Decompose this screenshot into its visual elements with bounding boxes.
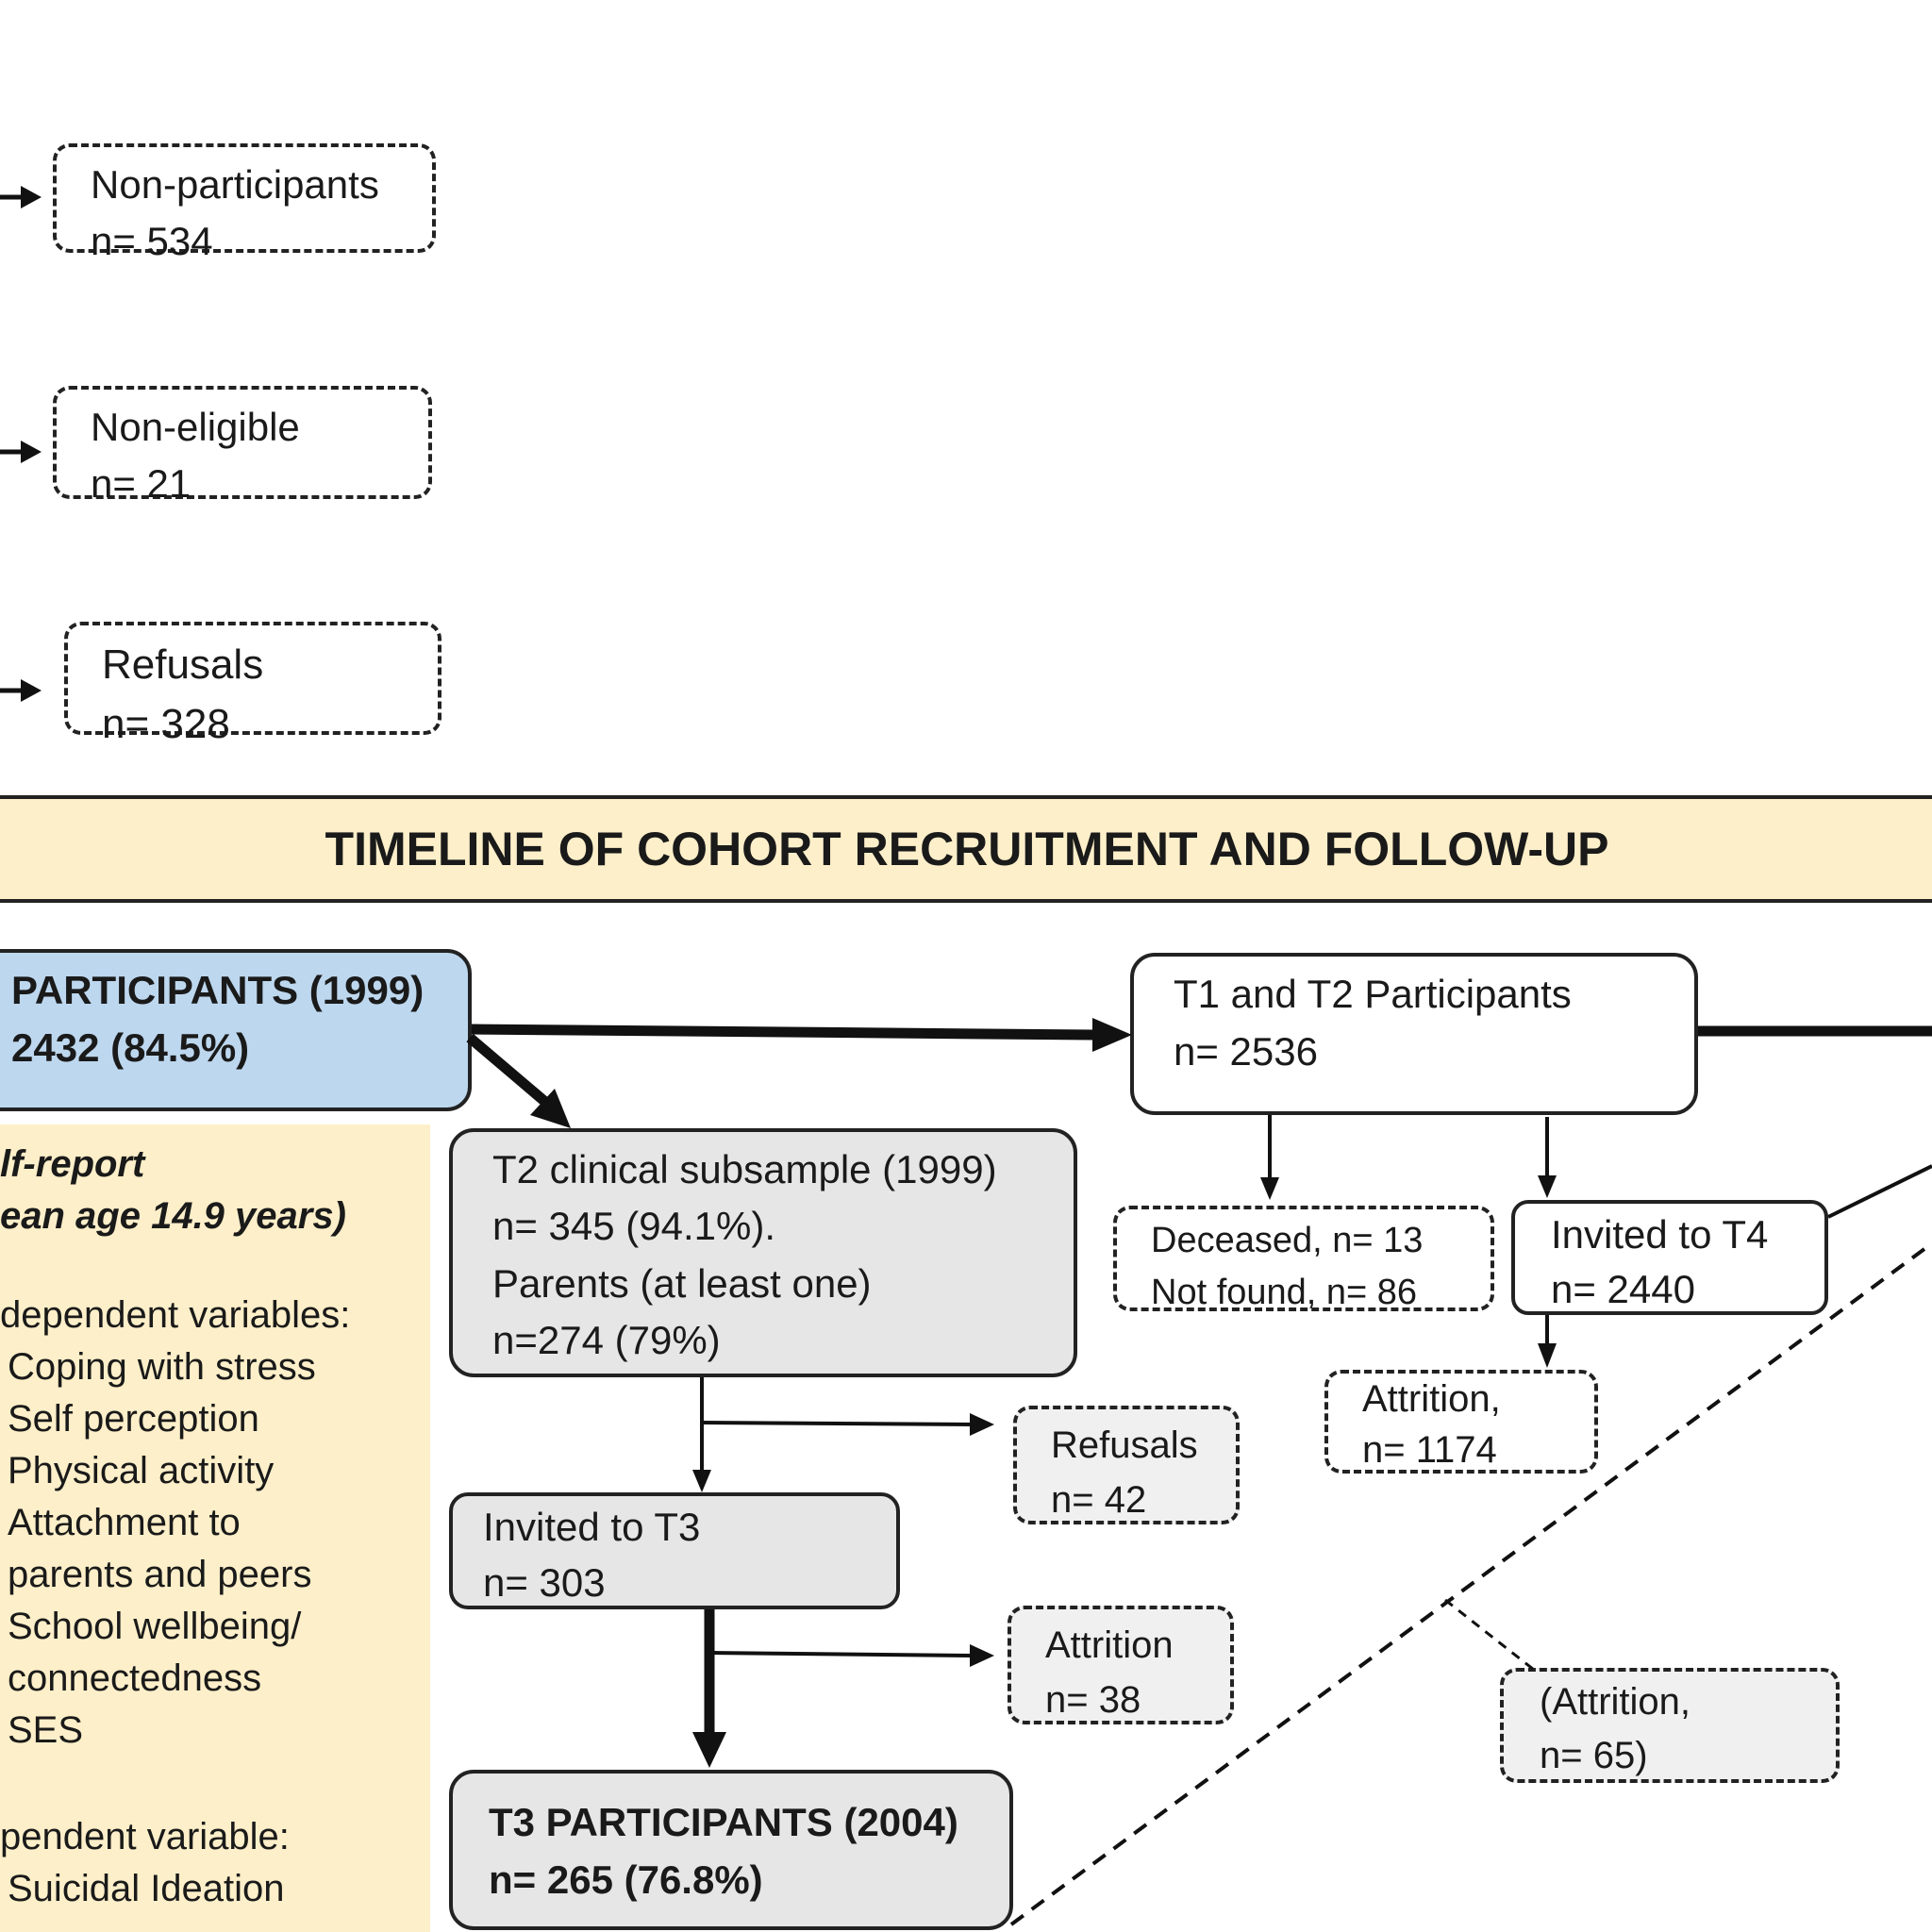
indep-var-ses: SES bbox=[8, 1709, 84, 1751]
refusals-top-label: Refusals bbox=[102, 641, 264, 688]
t1-participants-title: PARTICIPANTS (1999) bbox=[11, 968, 425, 1012]
indep-var-school-cont: connectedness bbox=[8, 1657, 262, 1699]
t2-subsample-count: n= 345 (94.1%). bbox=[492, 1204, 776, 1249]
t1-participants-count: 2432 (84.5%) bbox=[11, 1024, 250, 1070]
arrow-to-refusals-t2 bbox=[701, 1413, 994, 1436]
invited-t3-box: Invited to T3 n= 303 bbox=[449, 1492, 900, 1609]
non-eligible-box: Non-eligible n= 21 bbox=[53, 386, 432, 506]
t3-participants-title: T3 PARTICIPANTS (2004) bbox=[489, 1800, 958, 1844]
banner-title: TIMELINE OF COHORT RECRUITMENT AND FOLLO… bbox=[325, 823, 1609, 875]
indep-var-self-perception: Self perception bbox=[8, 1398, 259, 1440]
indep-var-physical-activity: Physical activity bbox=[8, 1450, 275, 1491]
refusals-top-count: n= 328 bbox=[102, 701, 230, 748]
t1t2-participants-label: T1 and T2 Participants bbox=[1174, 972, 1572, 1016]
invited-t4-label: Invited to T4 bbox=[1551, 1212, 1769, 1257]
dependent-variable-heading: pendent variable: bbox=[0, 1816, 290, 1857]
arrow-to-refusals-top bbox=[0, 679, 42, 702]
attrition-right-count: n= 65) bbox=[1540, 1734, 1648, 1776]
indep-var-coping: Coping with stress bbox=[8, 1346, 316, 1388]
indep-var-school: School wellbeing/ bbox=[8, 1606, 302, 1647]
t2-subsample-box: T2 clinical subsample (1999) n= 345 (94.… bbox=[449, 1128, 1077, 1377]
t2-parents-count: n=274 (79%) bbox=[492, 1318, 721, 1363]
dashed-connector-attrition-right bbox=[1444, 1598, 1535, 1672]
attrition-t4-label: Attrition, bbox=[1362, 1378, 1501, 1420]
self-report-panel: lf-report ean age 14.9 years) dependent … bbox=[0, 1124, 430, 1932]
refusals-t2-label: Refusals bbox=[1051, 1424, 1198, 1466]
non-eligible-label: Non-eligible bbox=[91, 405, 300, 449]
indep-var-attachment: Attachment to bbox=[8, 1502, 241, 1543]
arrow-t1-to-t2-subsample bbox=[466, 1033, 571, 1128]
line-invited-t4-continuation bbox=[1827, 1164, 1932, 1219]
attrition-t3-count: n= 38 bbox=[1045, 1678, 1141, 1721]
arrow-to-non-eligible bbox=[0, 441, 42, 463]
arrow-to-non-participants bbox=[0, 186, 42, 208]
t1t2-participants-count: n= 2536 bbox=[1174, 1028, 1318, 1074]
self-report-title: lf-report bbox=[0, 1143, 145, 1185]
arrow-invited-t3-to-t3 bbox=[692, 1609, 726, 1768]
non-participants-count: n= 534 bbox=[91, 219, 213, 264]
refusals-t2-count: n= 42 bbox=[1051, 1478, 1147, 1521]
attrition-t3-box: Attrition n= 38 bbox=[1008, 1606, 1234, 1724]
arrow-t1t2-to-deceased bbox=[1260, 1115, 1279, 1200]
timeline-banner: TIMELINE OF COHORT RECRUITMENT AND FOLLO… bbox=[0, 795, 1932, 903]
deceased-count: Deceased, n= 13 bbox=[1151, 1221, 1424, 1260]
arrow-t1-to-t1t2 bbox=[471, 1018, 1132, 1052]
indep-var-attachment-cont: parents and peers bbox=[8, 1554, 312, 1595]
attrition-right-label: (Attrition, bbox=[1540, 1681, 1691, 1723]
arrow-t1t2-to-invited-t4 bbox=[1538, 1117, 1557, 1198]
invited-t3-count: n= 303 bbox=[483, 1559, 606, 1605]
t1t2-participants-box: T1 and T2 Participants n= 2536 bbox=[1130, 953, 1698, 1115]
t3-participants-count: n= 265 (76.8%) bbox=[489, 1857, 763, 1902]
arrow-t2-to-invited-t3 bbox=[692, 1377, 711, 1492]
invited-t4-count: n= 2440 bbox=[1551, 1266, 1695, 1311]
non-eligible-count: n= 21 bbox=[91, 461, 192, 507]
deceased-not-found-box: Deceased, n= 13 Not found, n= 86 bbox=[1113, 1206, 1494, 1312]
attrition-right-box: (Attrition, n= 65) bbox=[1500, 1668, 1840, 1783]
invited-t4-box: Invited to T4 n= 2440 bbox=[1511, 1200, 1828, 1315]
t2-subsample-title: T2 clinical subsample (1999) bbox=[492, 1147, 997, 1191]
not-found-count: Not found, n= 86 bbox=[1151, 1273, 1418, 1313]
non-participants-box: Non-participants n= 534 bbox=[53, 143, 436, 263]
refusals-t2-box: Refusals n= 42 bbox=[1013, 1406, 1240, 1524]
attrition-t3-label: Attrition bbox=[1045, 1624, 1174, 1666]
dashed-diagonal-line bbox=[1009, 1241, 1932, 1926]
refusals-top-box: Refusals n= 328 bbox=[64, 622, 441, 747]
t2-parents-label: Parents (at least one) bbox=[492, 1260, 872, 1306]
non-participants-label: Non-participants bbox=[91, 162, 379, 207]
t3-participants-box: T3 PARTICIPANTS (2004) n= 265 (76.8%) bbox=[449, 1770, 1013, 1930]
self-report-age: ean age 14.9 years) bbox=[0, 1195, 346, 1237]
arrow-to-attrition-t3 bbox=[712, 1644, 994, 1667]
attrition-t4-count: n= 1174 bbox=[1362, 1429, 1497, 1471]
invited-t3-label: Invited to T3 bbox=[483, 1505, 701, 1549]
attrition-t4-box: Attrition, n= 1174 bbox=[1324, 1370, 1598, 1474]
independent-variables-heading: dependent variables: bbox=[0, 1294, 351, 1336]
arrow-invited-t4-to-attrition bbox=[1538, 1315, 1557, 1368]
dep-var-suicidal-ideation: Suicidal Ideation bbox=[8, 1868, 285, 1909]
t1-participants-box: PARTICIPANTS (1999) 2432 (84.5%) bbox=[0, 949, 472, 1111]
